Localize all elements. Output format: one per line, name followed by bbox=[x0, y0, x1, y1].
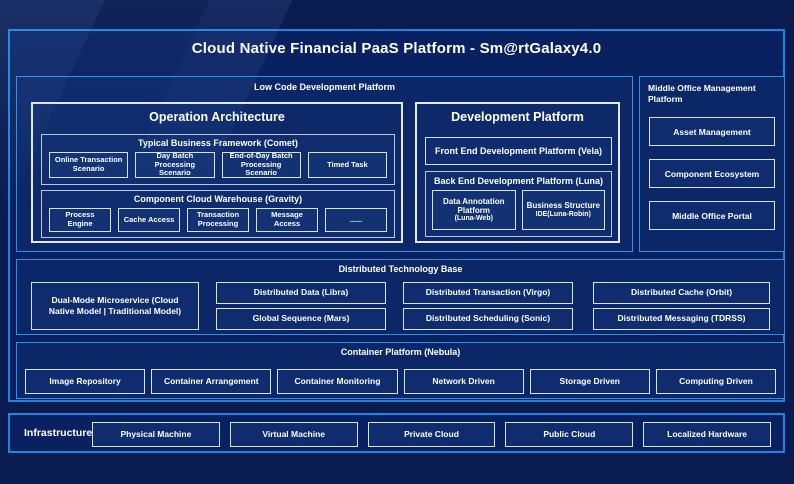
infrastructure-item: Virtual Machine bbox=[229, 422, 358, 447]
container-platform-section: Container Platform (Nebula) Image Reposi… bbox=[16, 342, 785, 399]
middle-office-management-platform-section: Middle Office Management Platform Asset … bbox=[639, 76, 785, 252]
gravity-item: Process Engine bbox=[49, 208, 111, 232]
distributed-item: Distributed Data (Libra) bbox=[216, 282, 386, 304]
infrastructure-item: Public Cloud bbox=[505, 422, 634, 447]
infrastructure-item: Physical Machine bbox=[92, 422, 220, 447]
operation-architecture-title: Operation Architecture bbox=[149, 110, 285, 124]
container-item: Network Driven bbox=[403, 369, 524, 394]
luna-item: Data Annotation Platform (Luna-Web) bbox=[432, 190, 516, 230]
typical-business-framework-label: Typical Business Framework (Comet) bbox=[138, 138, 298, 148]
container-platform-items-row: Image Repository Container Arrangement C… bbox=[25, 369, 777, 394]
front-end-development-platform-box: Front End Development Platform (Vela) bbox=[425, 137, 612, 165]
distributed-section-label: Distributed Technology Base bbox=[338, 264, 463, 274]
typical-business-framework-group: Typical Business Framework (Comet) Onlin… bbox=[41, 134, 395, 185]
back-end-items-row: Data Annotation Platform (Luna-Web) Busi… bbox=[426, 186, 611, 230]
dual-mode-microservice-box: Dual-Mode Microservice (Cloud Native Mod… bbox=[31, 282, 199, 330]
luna-item-code: IDE(Luna-Robin) bbox=[535, 210, 591, 218]
distributed-item: Distributed Messaging (TDRSS) bbox=[593, 308, 770, 330]
gravity-item: Cache Access bbox=[118, 208, 180, 232]
development-platform-panel: Development Platform Front End Developme… bbox=[415, 102, 620, 243]
component-cloud-items-row: Process Engine Cache Access Transaction … bbox=[42, 204, 394, 232]
operation-architecture-panel: Operation Architecture Typical Business … bbox=[31, 102, 403, 243]
infrastructure-section: Infrastructure Physical Machine Virtual … bbox=[8, 413, 785, 453]
comet-item: Online Transaction Scenario bbox=[49, 152, 129, 178]
middle-office-item: Asset Management bbox=[649, 117, 775, 146]
page-title: Cloud Native Financial PaaS Platform - S… bbox=[191, 40, 602, 57]
distributed-item: Global Sequence (Mars) bbox=[216, 308, 386, 330]
comet-item: End-of-Day Batch Processing Scenario bbox=[221, 151, 301, 178]
component-cloud-warehouse-group: Component Cloud Warehouse (Gravity) Proc… bbox=[41, 190, 395, 238]
luna-item: Business Structure IDE(Luna-Robin) bbox=[521, 190, 605, 230]
distributed-item: Distributed Transaction (Virgo) bbox=[403, 282, 573, 304]
middle-office-section-label: Middle Office Management Platform bbox=[648, 83, 756, 105]
distributed-technology-base-section: Distributed Technology Base Dual-Mode Mi… bbox=[16, 259, 785, 335]
infrastructure-item: Private Cloud bbox=[367, 422, 496, 447]
gravity-item: ...... bbox=[325, 208, 387, 232]
main-frame: Cloud Native Financial PaaS Platform - S… bbox=[8, 29, 785, 402]
low-code-section-label: Low Code Development Platform bbox=[253, 82, 396, 92]
component-cloud-warehouse-label: Component Cloud Warehouse (Gravity) bbox=[133, 194, 303, 204]
infrastructure-label: Infrastructure bbox=[24, 427, 93, 439]
gravity-item: Transaction Processing bbox=[187, 208, 249, 232]
luna-item-name: Data Annotation Platform bbox=[443, 196, 505, 215]
container-item: Storage Driven bbox=[529, 369, 650, 394]
infrastructure-items-row: Physical Machine Virtual Machine Private… bbox=[92, 422, 771, 447]
container-item: Container Monitoring bbox=[277, 369, 398, 394]
container-item: Computing Driven bbox=[655, 369, 777, 394]
gravity-item: Message Access bbox=[256, 208, 318, 232]
luna-item-name: Business Structure bbox=[526, 201, 600, 211]
low-code-development-platform-section: Low Code Development Platform Operation … bbox=[16, 76, 633, 252]
typical-business-items-row: Online Transaction Scenario Day Batch Pr… bbox=[42, 148, 394, 178]
container-item: Container Arrangement bbox=[151, 369, 272, 394]
distributed-item: Distributed Cache (Orbit) bbox=[593, 282, 770, 304]
back-end-development-platform-label: Back End Development Platform (Luna) bbox=[433, 176, 604, 186]
middle-office-item: Component Ecosystem bbox=[649, 159, 775, 188]
infrastructure-item: Localized Hardware bbox=[643, 422, 771, 447]
container-item: Image Repository bbox=[25, 369, 146, 394]
comet-item: Day Batch Processing Scenario bbox=[135, 151, 215, 178]
back-end-development-platform-group: Back End Development Platform (Luna) Dat… bbox=[425, 171, 612, 237]
container-platform-label: Container Platform (Nebula) bbox=[340, 347, 461, 357]
luna-item-code: (Luna-Web) bbox=[454, 215, 493, 223]
comet-item: Timed Task bbox=[307, 152, 387, 178]
development-platform-title: Development Platform bbox=[451, 110, 584, 124]
middle-office-item: Middle Office Portal bbox=[649, 201, 775, 230]
distributed-item: Distributed Scheduling (Sonic) bbox=[403, 308, 573, 330]
